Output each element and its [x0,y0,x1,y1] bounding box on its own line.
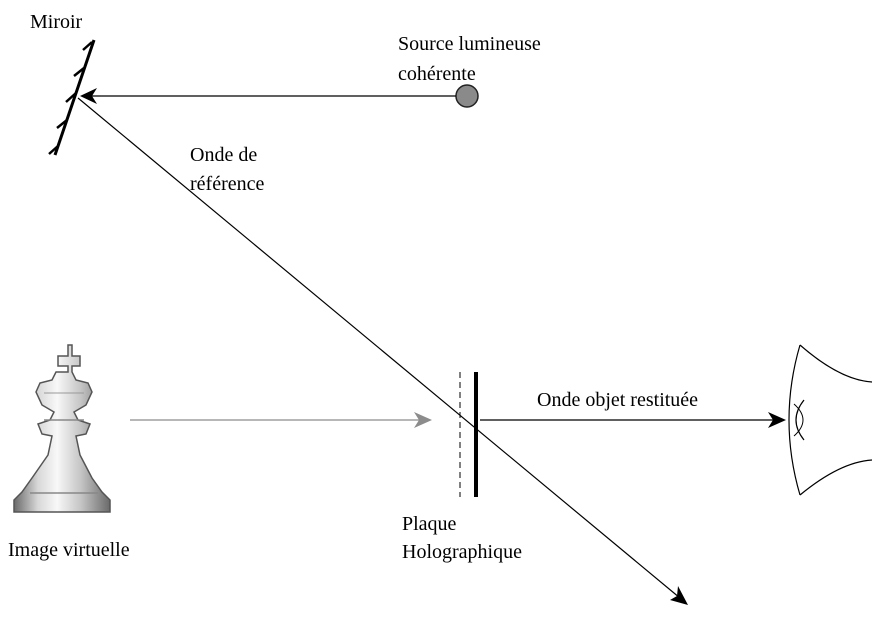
reference-wave-label-line1: Onde de [190,144,257,166]
light-source-dot [455,84,479,108]
eye-icon [788,344,872,496]
source-label-line2: cohérente [398,63,476,85]
source-label-line1: Source lumineuse [398,33,541,55]
restored-wave-label: Onde objet restituée [537,389,698,411]
chess-king-icon [13,344,111,513]
plate-label-line1: Plaque [402,513,457,535]
restored-wave-ray [480,412,786,428]
plate-label-line2: Holographique [402,541,522,563]
mirror-label: Miroir [30,11,83,33]
reference-wave-label-line2: référence [190,173,264,195]
mirror [48,39,96,156]
reference-wave-ray [77,97,688,605]
holographic-plate [459,372,478,497]
ray-source-to-mirror [80,88,456,104]
virtual-image-label: Image virtuelle [8,539,130,561]
virtual-image-ray [130,412,432,428]
